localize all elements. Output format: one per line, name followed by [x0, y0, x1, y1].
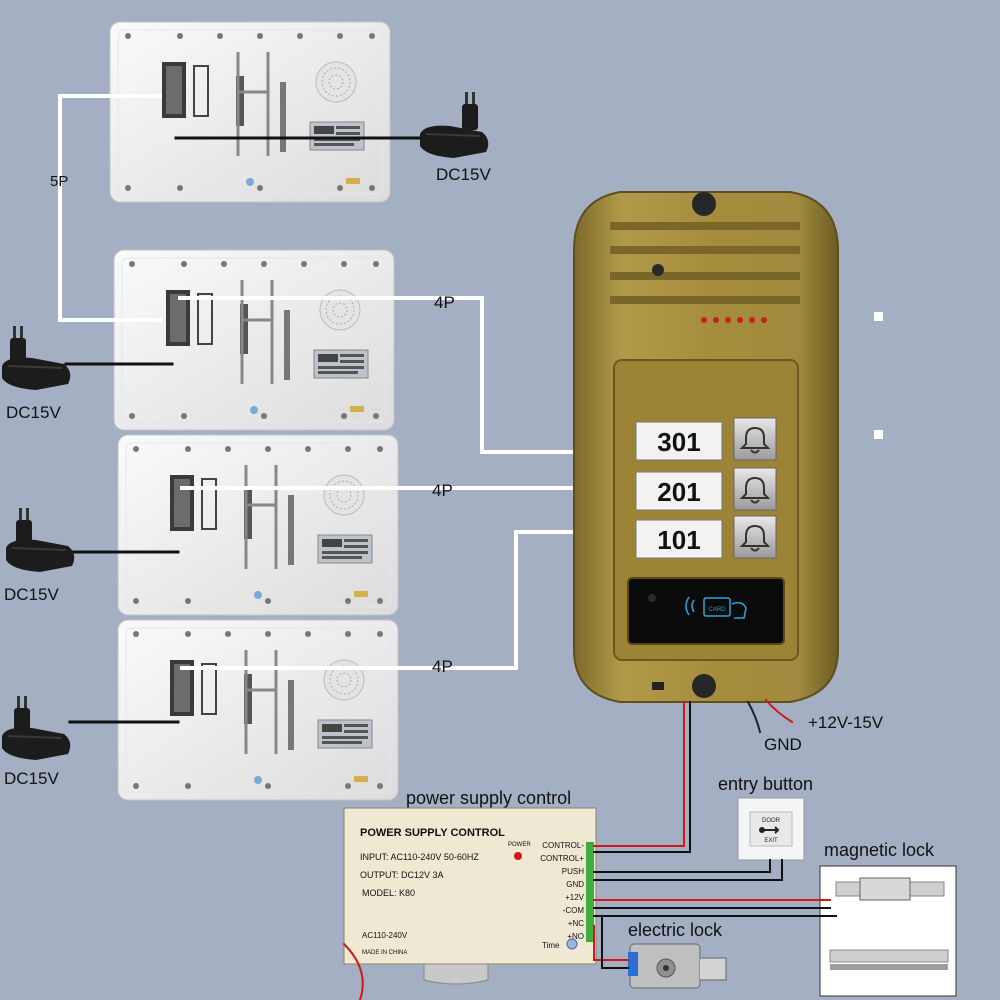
- hand-card-icon: [731, 601, 747, 619]
- power-adapter-3: [5, 508, 180, 573]
- monitor-4: [116, 618, 400, 802]
- indicator-leds: [701, 317, 767, 323]
- power-supply-unit: POWER SUPPLY CONTROL INPUT: AC110-240V 5…: [343, 807, 597, 985]
- psu-ac: AC110-240V: [362, 931, 408, 940]
- terminal-label: -COM: [563, 906, 585, 915]
- apartment-number: 301: [657, 427, 700, 457]
- control-plus-wire: [593, 701, 685, 847]
- exit-text: EXIT: [764, 838, 778, 844]
- panel-port: [652, 682, 664, 690]
- bus-wires: [58, 94, 574, 670]
- terminal-label: CONTROL+: [540, 854, 584, 863]
- card-text: CARD: [708, 607, 726, 613]
- psu-time-label: Time: [542, 941, 560, 950]
- monitor-1-power-label: DC15V: [436, 165, 491, 184]
- magnetic-lock-caption: magnetic lock: [824, 840, 935, 860]
- door-text: DOOR: [762, 818, 781, 824]
- terminal-label: +NC: [568, 919, 584, 928]
- entry-button-caption: entry button: [718, 774, 813, 794]
- bell-icon[interactable]: [739, 476, 771, 504]
- psu-made: MADE IN CHINA: [362, 950, 407, 956]
- psu-title: POWER SUPPLY CONTROL: [360, 827, 505, 839]
- bell-icon[interactable]: [739, 426, 771, 454]
- link-4p-label-2: 4P: [432, 481, 453, 500]
- push-wire: [593, 859, 771, 873]
- bell-icon[interactable]: [739, 524, 771, 552]
- power-led: [514, 852, 522, 860]
- monitor-1: [108, 20, 392, 204]
- time-adjust-knob[interactable]: [566, 938, 578, 950]
- nfc-waves-icon: [685, 596, 695, 616]
- terminal-block: [586, 842, 594, 942]
- terminal-label: +12V: [565, 893, 585, 902]
- magnetic-lock-box: [819, 865, 957, 997]
- push-gnd-wire: [593, 859, 783, 881]
- panel-gnd-label: GND: [764, 735, 802, 754]
- apartment-number: 201: [657, 477, 700, 507]
- marker: [874, 312, 883, 321]
- power-adapter-4: [1, 696, 180, 761]
- monitor-2: [112, 248, 396, 432]
- terminal-label: +NO: [567, 932, 584, 941]
- terminal-label: PUSH: [562, 867, 584, 876]
- ac-input-wire: [342, 942, 364, 1000]
- terminal-label: CONTROL-: [542, 841, 584, 850]
- power-supply-caption: power supply control: [406, 788, 571, 808]
- apartment-number: 101: [657, 525, 700, 555]
- psu-model: MODEL: K80: [362, 888, 415, 898]
- apartment-row-201: 201: [635, 467, 777, 511]
- monitor-3: [116, 433, 400, 617]
- psu-power-led-label: POWER: [508, 842, 531, 848]
- terminal-labels: CONTROL- CONTROL+ PUSH GND +12V -COM +NC…: [540, 841, 584, 941]
- link-4p-label-3: 4P: [432, 657, 453, 676]
- panel-power-label: +12V-15V: [808, 713, 884, 732]
- control-minus-wire: [593, 701, 691, 853]
- elock-no-wire: [593, 925, 629, 961]
- monitor-2-power-label: DC15V: [6, 403, 61, 422]
- terminal-label: GND: [566, 880, 584, 889]
- monitor-4-power-label: DC15V: [4, 769, 59, 788]
- gnd-wire: [746, 700, 762, 734]
- electric-lock: [628, 943, 727, 989]
- link-4p-label-1: 4P: [434, 293, 455, 312]
- power-adapter-1: [174, 92, 490, 159]
- monitor-3-power-label: DC15V: [4, 585, 59, 604]
- apartment-row-301: 301: [635, 417, 777, 461]
- psu-input: INPUT: AC110-240V 50-60HZ: [360, 852, 479, 862]
- electric-lock-caption: electric lock: [628, 920, 723, 940]
- power-adapter-2: [1, 326, 174, 391]
- entry-button[interactable]: DOOR EXIT: [737, 797, 805, 861]
- marker: [874, 430, 883, 439]
- card-reader: CARD: [627, 577, 785, 645]
- link-5p-label: 5P: [50, 173, 68, 190]
- elock-com-wire: [601, 915, 629, 969]
- psu-output: OUTPUT: DC12V 3A: [360, 870, 444, 880]
- power-wire: [764, 698, 794, 724]
- apartment-row-101: 101: [635, 515, 777, 559]
